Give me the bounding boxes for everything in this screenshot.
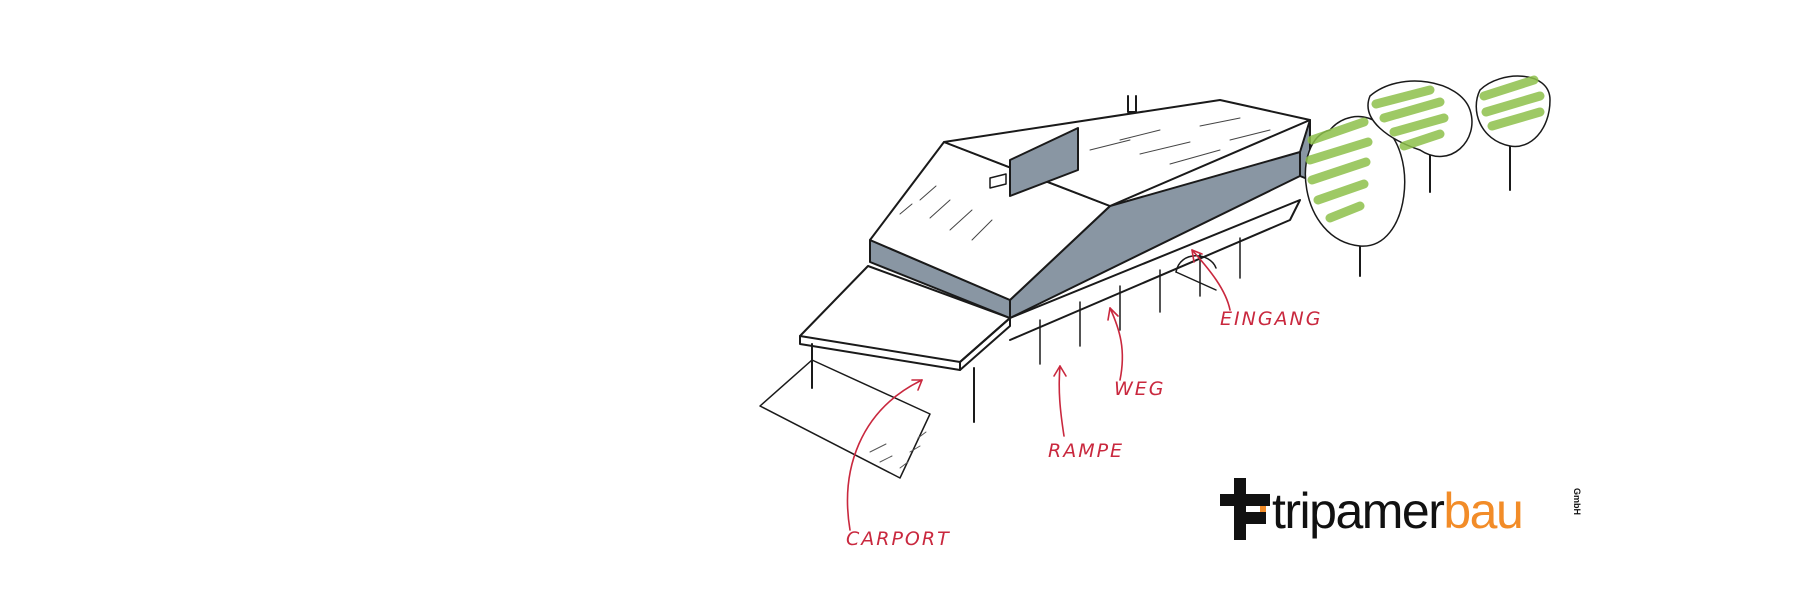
roof-vent [989, 173, 1007, 189]
logo-mark-icon [1220, 478, 1270, 540]
company-logo: tripamerbau GmbH [1220, 478, 1582, 548]
weg-arrow [1109, 307, 1124, 381]
eingang-label: EINGANG [1220, 308, 1323, 330]
roof-hatching [899, 117, 1271, 241]
rampe-arrow [1058, 365, 1065, 437]
tree-back [1475, 75, 1551, 191]
weg-label: WEG [1114, 378, 1166, 400]
chimney [1127, 95, 1137, 113]
ground-hatching [869, 431, 927, 469]
tree-middle [1367, 80, 1473, 193]
logo-name-part1: tripamer [1272, 483, 1445, 539]
entrance-arch [1175, 255, 1217, 273]
carport-label: CARPORT [846, 528, 951, 550]
logo-name-part2: bau [1443, 483, 1523, 539]
terrace-posts [1039, 237, 1241, 365]
house-roof-right [943, 99, 1311, 207]
carport-roof-edge [799, 335, 961, 371]
terrace-slab [959, 199, 1301, 363]
tree-front [1304, 115, 1406, 277]
ground-slab [759, 359, 931, 479]
carport-arrow [846, 379, 923, 531]
logo-suffix: GmbH [1572, 488, 1582, 515]
roof-fin [1009, 127, 1079, 197]
rampe-label: RAMPE [1048, 440, 1125, 462]
logo-wordmark: tripamerbau [1272, 482, 1524, 540]
eingang-arrow [1191, 249, 1231, 311]
